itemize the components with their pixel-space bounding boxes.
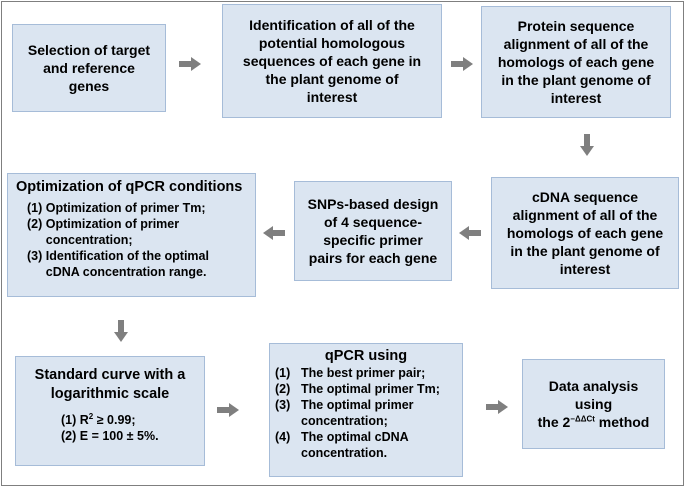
snps-line: pairs for each gene bbox=[308, 250, 438, 266]
cdna-line: homologs of each gene bbox=[506, 225, 664, 241]
standard-curve-box: Standard curve with a logarithmic scale … bbox=[15, 356, 205, 466]
protein-line: alignment of all of the bbox=[503, 36, 649, 52]
snps-line: specific primer bbox=[323, 232, 423, 248]
data-line: using bbox=[574, 396, 613, 412]
protein-line: Protein sequence bbox=[517, 18, 635, 34]
item-number: (2) bbox=[27, 217, 43, 231]
item-text: Optimization of primer Tm; bbox=[45, 201, 206, 215]
item-number: (3) bbox=[275, 398, 291, 412]
cdna-line: cDNA sequence bbox=[531, 189, 639, 205]
optimization-title: Optimization of qPCR conditions bbox=[16, 179, 243, 195]
item-number: (3) bbox=[27, 249, 43, 263]
data-analysis-box: Data analysis using the 2−ΔΔCt method bbox=[522, 359, 665, 449]
cdna-line: alignment of all of the bbox=[512, 207, 658, 223]
arrow-left-icon bbox=[263, 226, 285, 240]
list-item: (4) The optimal cDNA concentration. bbox=[275, 429, 462, 461]
identification-box: Identification of all of the potential h… bbox=[222, 4, 442, 118]
item-number: (1) bbox=[61, 413, 77, 427]
cdna-line: in the plant genome of bbox=[510, 243, 660, 259]
item-text: cDNA concentration range. bbox=[45, 265, 207, 279]
data-method-line: the 2−ΔΔCt method bbox=[537, 414, 650, 430]
optimization-box: Optimization of qPCR conditions (1) Opti… bbox=[7, 173, 256, 297]
standard-title-line: logarithmic scale bbox=[50, 386, 170, 402]
snps-line: SNPs-based design bbox=[307, 196, 439, 212]
list-item: (2) E = 100 ± 5%. bbox=[61, 428, 204, 444]
list-item: (3) Identification of the optimal cDNA c… bbox=[27, 248, 255, 280]
protein-alignment-box: Protein sequence alignment of all of the… bbox=[481, 6, 671, 118]
qpcr-title: qPCR using bbox=[324, 348, 408, 364]
arrow-down-icon bbox=[580, 134, 594, 156]
protein-line: in the plant genome of bbox=[501, 72, 651, 88]
identification-line: interest bbox=[306, 89, 358, 105]
arrow-down-icon bbox=[114, 320, 128, 342]
item-text: Optimization of primer bbox=[45, 217, 180, 231]
list-item: (1) The best primer pair; bbox=[275, 365, 462, 381]
arrow-right-icon bbox=[179, 57, 201, 71]
selection-line: genes bbox=[68, 78, 110, 94]
selection-line: Selection of target bbox=[27, 42, 151, 58]
item-text: The optimal primer Tm; bbox=[301, 382, 440, 396]
item-number: (1) bbox=[275, 366, 291, 380]
arrow-left-icon bbox=[459, 226, 481, 240]
snps-design-box: SNPs-based design of 4 sequence- specifi… bbox=[294, 181, 452, 281]
cdna-alignment-box: cDNA sequence alignment of all of the ho… bbox=[491, 177, 679, 289]
item-number: (2) bbox=[61, 429, 77, 443]
list-item: (1) R2 ≥ 0.99; bbox=[61, 412, 204, 428]
item-text: R2 ≥ 0.99; bbox=[79, 411, 136, 427]
item-text: The best primer pair; bbox=[301, 366, 426, 380]
item-text: The optimal cDNA bbox=[301, 430, 409, 444]
item-text: Identification of the optimal bbox=[45, 249, 209, 263]
protein-line: interest bbox=[550, 90, 602, 106]
item-text: concentration. bbox=[301, 446, 388, 460]
list-item: (2) Optimization of primer concentration… bbox=[27, 216, 255, 248]
item-text: The optimal primer bbox=[301, 398, 414, 412]
standard-title-line: Standard curve with a bbox=[34, 367, 186, 383]
protein-line: homologs of each gene bbox=[497, 54, 655, 70]
identification-line: the plant genome of bbox=[265, 71, 399, 87]
arrow-right-icon bbox=[486, 400, 508, 414]
qpcr-box: qPCR using (1) The best primer pair; (2)… bbox=[269, 343, 463, 477]
snps-line: of 4 sequence- bbox=[323, 214, 422, 230]
arrow-right-icon bbox=[217, 403, 239, 417]
item-text: concentration; bbox=[45, 233, 133, 247]
item-number: (4) bbox=[275, 430, 291, 444]
identification-line: Identification of all of the bbox=[249, 17, 415, 33]
item-number: (2) bbox=[275, 382, 291, 396]
item-text: concentration; bbox=[301, 414, 388, 428]
identification-line: sequences of each gene in bbox=[242, 53, 422, 69]
list-item: (1) Optimization of primer Tm; bbox=[27, 200, 255, 216]
identification-line: potential homologous bbox=[258, 35, 406, 51]
selection-box: Selection of target and reference genes bbox=[12, 24, 166, 112]
arrow-right-icon bbox=[451, 57, 473, 71]
item-text: E = 100 ± 5%. bbox=[79, 429, 159, 443]
selection-line: and reference bbox=[43, 60, 135, 76]
list-item: (2) The optimal primer Tm; bbox=[275, 381, 462, 397]
data-line: Data analysis bbox=[548, 378, 639, 394]
item-number: (1) bbox=[27, 201, 43, 215]
cdna-line: interest bbox=[559, 261, 611, 277]
list-item: (3) The optimal primer concentration; bbox=[275, 397, 462, 429]
